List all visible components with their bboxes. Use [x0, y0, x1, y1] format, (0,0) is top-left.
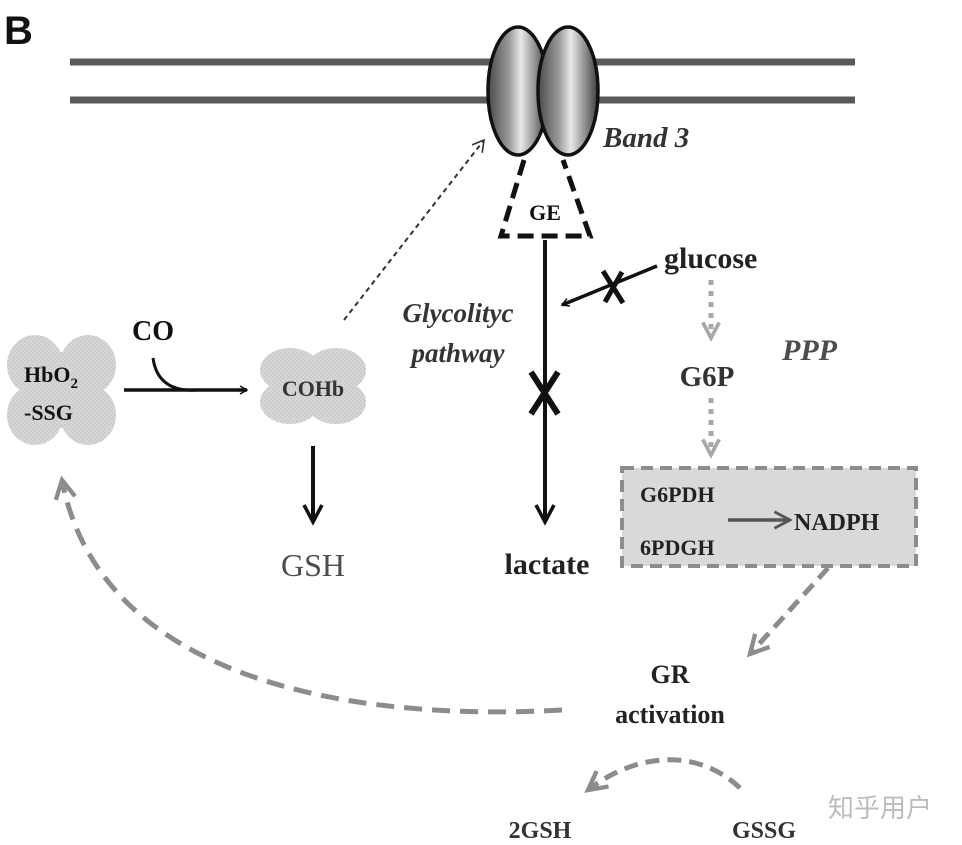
gssg-to-2gsh-arrow	[588, 757, 742, 790]
glycolytic-label-2: pathway	[409, 338, 505, 368]
gr-label: GR	[651, 660, 690, 689]
cohb-to-band3-arrow	[343, 138, 485, 321]
glucose-label: glucose	[664, 242, 757, 275]
band3-label: Band 3	[602, 122, 689, 154]
panel-label: B	[4, 9, 33, 53]
gr-to-hbo2-arrow	[62, 480, 563, 715]
ppp-enzyme-box	[620, 466, 918, 568]
glycolysis-block-icon	[528, 370, 561, 416]
watermark: 知乎用户	[827, 794, 932, 824]
glucose-block-icon	[600, 269, 626, 305]
g6p-label: G6P	[680, 361, 735, 393]
cohb-blob	[260, 348, 366, 424]
gsh-label: GSH	[281, 547, 345, 583]
cohb-label: COHb	[282, 376, 344, 401]
glycolytic-label-1: Glycolityc	[403, 298, 514, 328]
activation-label: activation	[615, 700, 725, 729]
ssg-label: -SSG	[24, 400, 73, 425]
ge-label: GE	[529, 200, 561, 225]
band3-protein	[486, 25, 600, 157]
2gsh-label: 2GSH	[509, 818, 572, 844]
ppp-label: PPP	[781, 334, 838, 367]
nadph-label: NADPH	[794, 510, 880, 536]
g6pdh-label: G6PDH	[640, 482, 715, 507]
ge-complex	[497, 159, 594, 239]
6pdgh-label: 6PDGH	[640, 535, 715, 560]
lactate-label: lactate	[505, 548, 590, 581]
hbo2-ssg-blob	[7, 335, 116, 445]
cell-membrane	[70, 58, 855, 104]
hbo2-label: HbO2	[24, 362, 78, 392]
gssg-label: GSSG	[732, 818, 796, 844]
co-label: CO	[132, 316, 174, 347]
co-binding-curve	[151, 357, 199, 392]
nadph-to-gr-arrow	[750, 566, 830, 654]
